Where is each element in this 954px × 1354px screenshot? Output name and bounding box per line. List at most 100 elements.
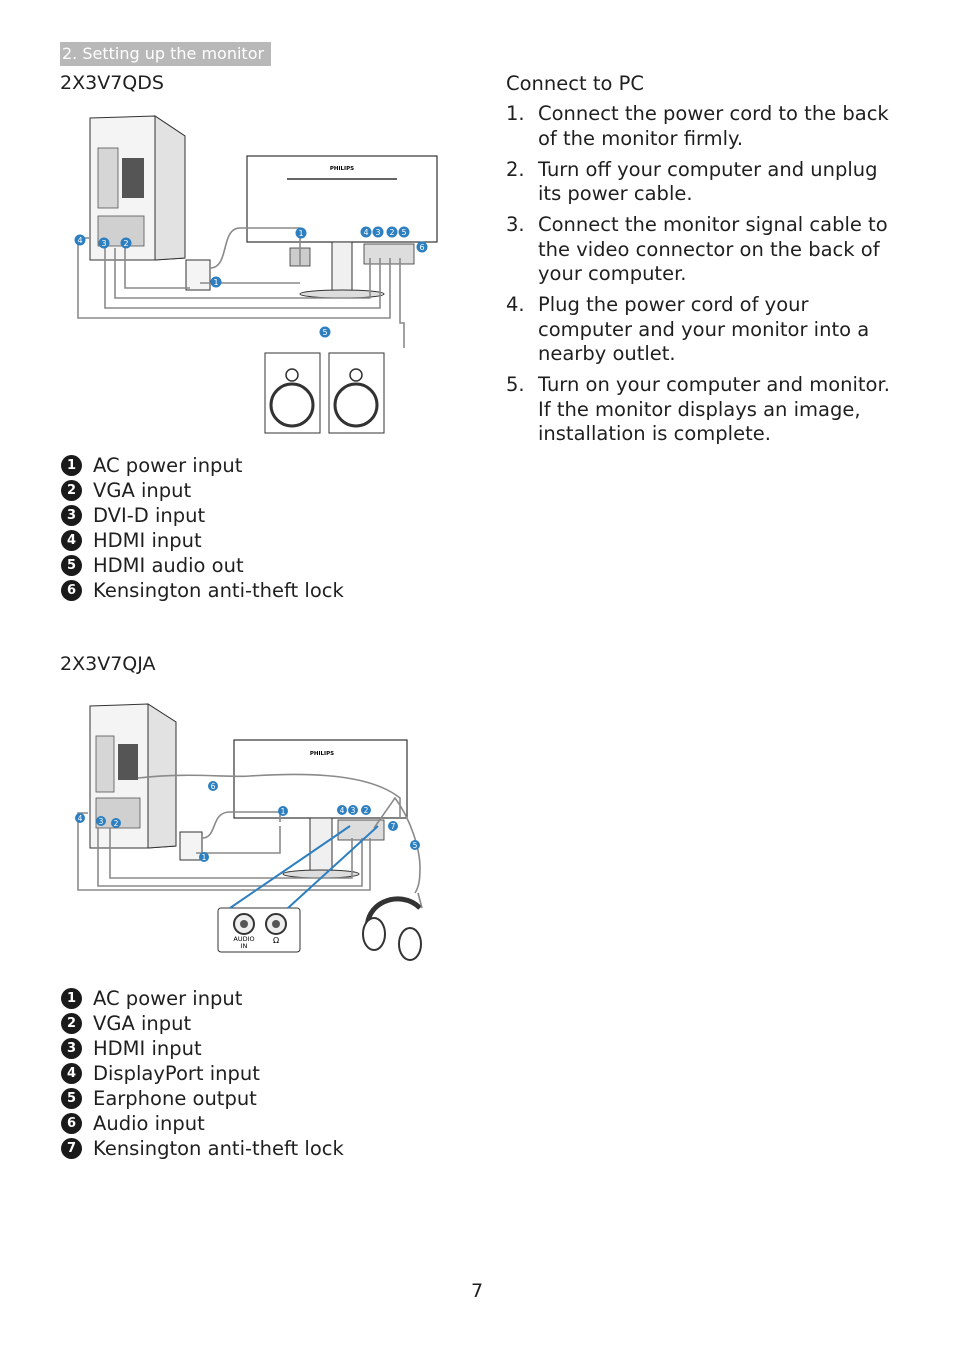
speakers-illustration: [264, 352, 385, 434]
legend-qja: 1 AC power input 2 VGA input 3 HDMI input 4…: [60, 986, 344, 1161]
legend-item: 4 HDMI input: [60, 528, 344, 553]
marker: 7: [391, 822, 396, 831]
step-number: 3.: [506, 213, 525, 236]
page-number: 7: [470, 1280, 484, 1302]
step-item: 3. Connect the monitor signal cable to th…: [506, 213, 906, 287]
legend-item: 1 AC power input: [60, 986, 344, 1011]
marker: 3: [99, 817, 104, 826]
legend-item: 1 AC power input: [60, 453, 344, 478]
monitor-brand: PHILIPS: [310, 751, 334, 757]
legend-number: 3: [61, 505, 82, 526]
wall-outlet-illustration: [185, 259, 211, 291]
model-title-qds: 2X3V7QDS: [60, 72, 164, 94]
marker: 6: [419, 243, 424, 252]
step-item: 4. Plug the power cord of your computer a…: [506, 293, 906, 367]
marker: 1: [213, 278, 218, 287]
legend-number: 4: [61, 1063, 82, 1084]
legend-number: 6: [61, 1113, 82, 1134]
step-text: Turn off your computer and unplug its po…: [538, 157, 878, 206]
diagram1-markers: 1 4 3 2 5 6 4 3 2 1 5: [74, 226, 428, 338]
headphone-symbol: Ω: [273, 936, 279, 945]
marker: 3: [351, 806, 356, 815]
marker: 3: [375, 228, 380, 237]
legend-number: 5: [61, 1088, 82, 1109]
legend-number: 7: [61, 1138, 82, 1159]
step-number: 2.: [506, 157, 525, 181]
connect-steps: 1. Connect the power cord to the back of …: [506, 102, 906, 453]
cables: [77, 773, 421, 894]
step-number: 4.: [506, 293, 525, 316]
pc-tower-illustration: [89, 115, 186, 261]
legend-label: Audio input: [93, 1112, 205, 1135]
marker: 4: [363, 228, 368, 237]
monitor-brand: PHILIPS: [330, 166, 354, 172]
monitor-back-illustration: PHILIPS: [246, 155, 438, 299]
legend-label: HDMI input: [93, 529, 202, 552]
connection-diagram-qja: PHILIPS AUDIO IN Ω 1 4 3 2 7: [75, 703, 423, 961]
marker: 6: [211, 782, 216, 791]
step-text: Connect the power cord to the back of th…: [538, 102, 889, 150]
marker: 2: [114, 819, 119, 828]
marker: 4: [340, 806, 345, 815]
legend-label: HDMI audio out: [93, 554, 244, 577]
legend-item: 5 Earphone output: [60, 1086, 344, 1111]
legend-label: VGA input: [93, 1012, 192, 1035]
legend-number: 2: [61, 1013, 82, 1034]
legend-item: 6 Kensington anti-theft lock: [60, 578, 344, 603]
step-text: Connect the monitor signal cable to the …: [538, 213, 888, 285]
legend-label: AC power input: [93, 454, 243, 477]
legend-number: 3: [61, 1038, 82, 1059]
audio-jacks-panel: AUDIO IN Ω: [217, 907, 301, 953]
callout-lines: [229, 825, 379, 909]
legend-label: DVI-D input: [93, 504, 206, 527]
marker: 5: [413, 841, 418, 850]
wall-outlet-illustration: [179, 831, 203, 861]
legend-item: 2 VGA input: [60, 1011, 344, 1036]
section-header: 2. Setting up the monitor: [60, 42, 271, 66]
legend-item: 5 HDMI audio out: [60, 553, 344, 578]
connect-title: Connect to PC: [506, 72, 644, 95]
marker: 2: [123, 239, 128, 248]
legend-item: 3 HDMI input: [60, 1036, 344, 1061]
marker: 4: [78, 814, 83, 823]
legend-number: 4: [61, 530, 82, 551]
headphones-illustration: [362, 892, 423, 961]
marker: 3: [101, 239, 106, 248]
step-text: Turn on your computer and monitor. If th…: [538, 373, 890, 445]
legend-label: Kensington anti-theft lock: [93, 1137, 344, 1160]
step-number: 5.: [506, 373, 525, 396]
step-item: 5. Turn on your computer and monitor. If …: [506, 373, 906, 447]
step-item: 2. Turn off your computer and unplug its …: [506, 158, 906, 207]
step-item: 1. Connect the power cord to the back of …: [506, 102, 906, 151]
legend-label: Kensington anti-theft lock: [93, 579, 344, 602]
diagram2-markers: 1 4 3 2 7 6 4 3 2 1 5: [75, 781, 420, 862]
marker: 2: [389, 228, 394, 237]
marker: 1: [202, 853, 207, 862]
marker: 1: [298, 229, 303, 238]
step-text: Plug the power cord of your computer and…: [538, 293, 870, 365]
legend-item: 3 DVI-D input: [60, 503, 344, 528]
audio-in-label-1: AUDIO: [233, 935, 254, 943]
legend-label: AC power input: [93, 987, 243, 1010]
legend-number: 6: [61, 580, 82, 601]
marker: 1: [281, 807, 286, 816]
marker: 2: [364, 806, 369, 815]
cables: [77, 227, 405, 348]
legend-label: HDMI input: [93, 1037, 202, 1060]
marker: 5: [401, 228, 406, 237]
legend-number: 5: [61, 555, 82, 576]
legend-label: VGA input: [93, 479, 192, 502]
monitor-back-illustration: PHILIPS: [233, 739, 408, 879]
step-number: 1.: [506, 102, 525, 125]
legend-item: 7 Kensington anti-theft lock: [60, 1136, 344, 1161]
legend-label: Earphone output: [93, 1087, 257, 1110]
legend-number: 1: [61, 455, 82, 476]
legend-item: 6 Audio input: [60, 1111, 344, 1136]
model-title-qja: 2X3V7QJA: [60, 653, 156, 675]
marker: 4: [77, 236, 82, 245]
marker: 5: [322, 328, 327, 337]
legend-number: 1: [61, 988, 82, 1009]
